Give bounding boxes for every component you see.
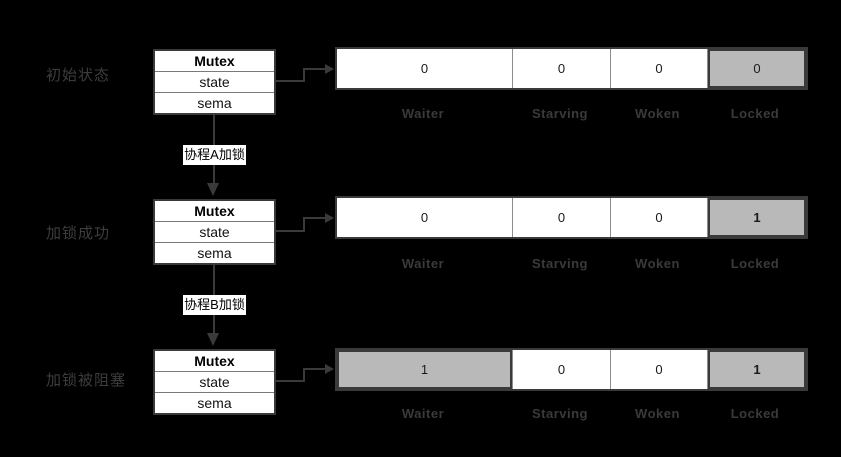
- connector-line: [303, 217, 326, 219]
- bit-cell-locked: 1: [708, 198, 806, 237]
- state-bits-table-3: 1 0 0 1: [335, 348, 808, 391]
- caption-woken: Woken: [635, 256, 680, 271]
- connector-line: [303, 218, 305, 232]
- caption-woken: Woken: [635, 406, 680, 421]
- connector-line: [303, 369, 305, 382]
- mutex-field-sema: sema: [155, 92, 274, 113]
- state-bits-table-1: 0 0 0 0: [335, 47, 808, 90]
- caption-starving: Starving: [531, 256, 588, 271]
- stage-label-locked-ok: 加锁成功: [46, 225, 111, 242]
- caption-locked: Locked: [730, 106, 780, 121]
- arrowhead-down-icon: [207, 183, 219, 196]
- connector-line: [276, 80, 304, 82]
- bit-cell-waiter: 0: [337, 198, 513, 237]
- mutex-struct-2: Mutex state sema: [153, 199, 276, 265]
- bit-cell-woken: 0: [611, 198, 708, 237]
- bit-cell-starving: 0: [513, 49, 611, 88]
- connector-line: [276, 380, 304, 382]
- caption-locked: Locked: [730, 256, 780, 271]
- arrowhead-right-icon: [325, 364, 334, 374]
- connector-line: [276, 230, 304, 232]
- mutex-field-state: state: [155, 221, 274, 242]
- stage-label-blocked: 加锁被阻塞: [46, 372, 127, 389]
- connector-line: [303, 68, 326, 70]
- bit-captions-3: Waiter Starving Woken Locked: [335, 406, 808, 421]
- bit-cell-starving: 0: [513, 198, 611, 237]
- bit-cell-waiter: 1: [337, 350, 513, 389]
- mutex-field-sema: sema: [155, 242, 274, 263]
- caption-waiter: Waiter: [401, 106, 445, 121]
- bit-captions-2: Waiter Starving Woken Locked: [335, 256, 808, 271]
- bit-cell-starving: 0: [513, 350, 611, 389]
- connector-line: [303, 69, 305, 82]
- mutex-struct-3: Mutex state sema: [153, 349, 276, 415]
- bit-cell-waiter: 0: [337, 49, 513, 88]
- caption-waiter: Waiter: [401, 256, 445, 271]
- mutex-struct-1: Mutex state sema: [153, 49, 276, 115]
- transition-label-b: 协程B加锁: [183, 295, 246, 315]
- arrowhead-down-icon: [207, 333, 219, 346]
- bit-captions-1: Waiter Starving Woken Locked: [335, 106, 808, 121]
- connector-line: [303, 368, 326, 370]
- caption-locked: Locked: [730, 406, 780, 421]
- mutex-title: Mutex: [194, 353, 235, 369]
- mutex-title: Mutex: [194, 203, 235, 219]
- bit-cell-woken: 0: [611, 49, 708, 88]
- caption-woken: Woken: [635, 106, 680, 121]
- transition-label-a: 协程A加锁: [183, 145, 246, 165]
- bit-cell-locked: 0: [708, 49, 806, 88]
- mutex-field-sema: sema: [155, 392, 274, 413]
- caption-starving: Starving: [531, 106, 588, 121]
- mutex-field-state: state: [155, 371, 274, 392]
- bit-cell-woken: 0: [611, 350, 708, 389]
- bit-cell-locked: 1: [708, 350, 806, 389]
- caption-starving: Starving: [531, 406, 588, 421]
- caption-waiter: Waiter: [401, 406, 445, 421]
- arrowhead-right-icon: [325, 64, 334, 74]
- mutex-field-state: state: [155, 71, 274, 92]
- state-bits-table-2: 0 0 0 1: [335, 196, 808, 239]
- stage-label-initial: 初始状态: [46, 67, 111, 84]
- arrowhead-right-icon: [325, 213, 334, 223]
- mutex-title: Mutex: [194, 53, 235, 69]
